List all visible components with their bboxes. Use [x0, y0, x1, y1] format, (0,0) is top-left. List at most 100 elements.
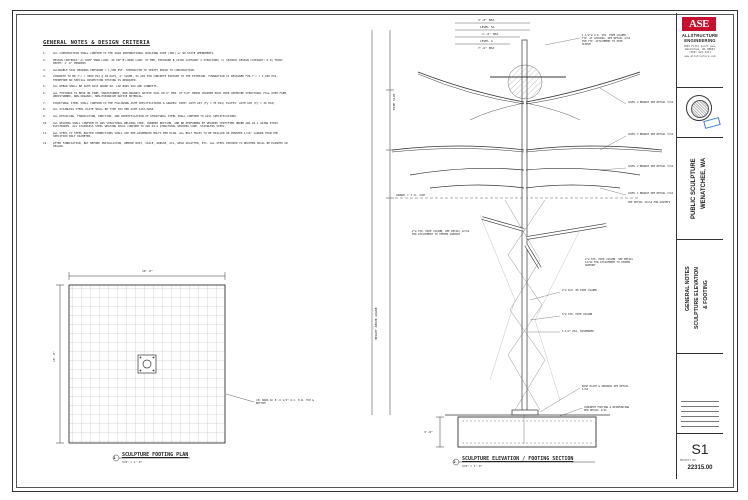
- note-item: 7. STRUCTURAL STEEL SHALL CONFORM TO THE …: [43, 100, 293, 105]
- note-text: AFTER FABRICATION, BUT BEFORE INSTALLATI…: [53, 140, 288, 148]
- note-number: 7.: [43, 100, 47, 105]
- elevation-callout: LEVEL 2 BRANCH SEE DETAIL 3/S2: [628, 165, 674, 168]
- elevation-callout: 2"ø STD. PIPE COLUMN, SEE DETAIL 12/S2 F…: [585, 258, 634, 267]
- note-number: 9.: [43, 113, 47, 118]
- note-number: 12.: [43, 140, 48, 145]
- elev-bottom-dim: 3'-0": [424, 430, 434, 434]
- note-number: 2.: [43, 57, 47, 62]
- sheet-number: S1: [691, 441, 709, 457]
- plan-title: SCULPTURE FOOTING PLAN: [122, 452, 189, 458]
- revision-block: [681, 401, 719, 431]
- project-name: PUBLIC SCULPTURE: [691, 158, 697, 219]
- notes-list: 1. ALL CONSTRUCTION SHALL CONFORM TO THE …: [43, 51, 293, 149]
- note-text: ALL REBAR SHALL BE ASTM A615 GRADE 60. L…: [53, 84, 159, 89]
- plan-dim-top: 10'-0": [142, 269, 153, 273]
- title-block: ASE ALLSTRUCTURE ENGINEERING 1803 Fifth …: [676, 13, 723, 479]
- drawing-sheet-border: [12, 10, 738, 492]
- sculpture-elevation: [371, 22, 663, 466]
- note-number: 10.: [43, 120, 48, 125]
- column-circle: [142, 359, 152, 369]
- elevation-callout: 6"ø STD. PIPE COLUMN: [562, 313, 593, 316]
- elevation-callout: 4"ø SCH. 80 PIPE COLUMN: [562, 289, 597, 292]
- elevation-callout: SEE DETAIL 10/S2 FOR GUSSETS: [628, 201, 671, 204]
- elevation-callout: BASE PLATE & ANCHORS SEE DETAIL 1/S2: [582, 385, 629, 391]
- elevation-callout: LEVEL 4 BRANCH SEE DETAIL 3/S2: [628, 101, 674, 104]
- project-number-label: PROJECT NO.: [680, 459, 698, 462]
- project-location: WENATCHEE, WA: [701, 157, 707, 209]
- firm-logo: ASE: [682, 17, 716, 31]
- engineer-seal: [686, 95, 712, 121]
- notes-title: GENERAL NOTES & DESIGN CRITERIA: [43, 40, 150, 46]
- note-number: 8.: [43, 107, 47, 112]
- elevation-callout: 1-1/2"ø O.D. STD. PIPE COLUMN TYP. AT LE…: [582, 34, 631, 46]
- base-plate: [137, 354, 157, 374]
- elevation-callout: 1-1/2" DIA. SUSPENDER: [562, 330, 594, 333]
- note-item: 9. ALL DETAILING, FABRICATION, ERECTION, …: [43, 113, 293, 118]
- elev-grade-label: GRADE = T.O. CAP: [396, 193, 425, 197]
- note-number: 5.: [43, 84, 47, 89]
- note-number: 4.: [43, 74, 47, 79]
- project-number: 22315.00: [687, 465, 713, 471]
- divider: [677, 353, 723, 354]
- divider: [677, 87, 723, 88]
- note-number: 3.: [43, 67, 47, 72]
- general-notes: GENERAL NOTES & DESIGN CRITERIA 1. ALL CO…: [43, 40, 293, 152]
- elevation-callout: LEVEL 3 BRANCH SEE DETAIL 3/S2: [628, 133, 674, 136]
- note-text: ALL DETAILING, FABRICATION, ERECTION, AN…: [53, 113, 238, 118]
- plan-rebar-callout: (8) BARS W/ 6'-6 1/2" O.C. E.W. TOP & BO…: [256, 399, 314, 405]
- note-item: 12. AFTER FABRICATION, BUT BEFORE INSTALL…: [43, 140, 293, 149]
- note-item: 6. ALL FOOTINGS TO BEAR ON FIRM, UNDISTUR…: [43, 90, 293, 99]
- elevation-callout: CONCRETE FOOTING & REINFORCING PER DETAI…: [584, 406, 630, 412]
- elev-dim-height: HEIGHT ABOVE GRADE: [374, 307, 378, 340]
- elev-dim-level4: LEVEL 4: [480, 39, 493, 43]
- elev-dim-pipe-size: PIPE SIZE: [392, 93, 396, 110]
- firm-name-line1: ALLSTRUCTURE: [681, 33, 719, 38]
- note-item: 1. ALL CONSTRUCTION SHALL CONFORM TO THE …: [43, 51, 293, 55]
- note-item: 4. CONCRETE TO BE f'c = 3000 PSI @ 28 DAY…: [43, 75, 293, 82]
- plan-detail-number: 1: [113, 455, 116, 460]
- note-item: 10. ALL WELDING SHALL CONFORM TO AWS STRU…: [43, 120, 293, 129]
- sheet-title-1: GENERAL NOTES: [685, 266, 691, 311]
- firm-address: 1803 Fifth Court Ave. Wenatchee, WA 9880…: [683, 45, 717, 58]
- elev-title: SCULPTURE ELEVATION / FOOTING SECTION: [462, 456, 574, 462]
- inner-border: [16, 14, 734, 488]
- footing-plan: [56, 272, 255, 462]
- note-item: 11. ALL STEEL TO STEEL BOLTED CONNECTIONS…: [43, 130, 293, 139]
- elevation-callout: 2"ø STD. PIPE COLUMN, SEE DETAIL 12/S2 F…: [412, 230, 470, 236]
- elev-detail-number: 2: [453, 459, 456, 464]
- note-number: 11.: [43, 130, 48, 135]
- note-text: ALL STAINLESS STEEL PLATE SHALL BE TYPE …: [53, 107, 155, 112]
- divider: [677, 239, 723, 240]
- elev-dim-top: 3'-0" MAX: [478, 18, 495, 22]
- plan-dim-left: 10'-0": [52, 351, 56, 362]
- note-text: CONCRETE TO BE f'c = 3000 PSI @ 28 DAYS,…: [53, 74, 278, 82]
- note-number: 6.: [43, 90, 47, 95]
- elev-dim-level5a: LEVEL 5A: [480, 25, 495, 29]
- plan-scale: 3/8" = 1'-0": [122, 460, 143, 464]
- seal-center: [691, 100, 709, 118]
- footing-section: [457, 416, 597, 448]
- elev-dim-top5: 7'-6" MAX: [478, 46, 495, 50]
- sheet-title-2: SCULPTURE ELEVATION: [694, 266, 700, 329]
- note-item: 3. ALLOWABLE SOIL BEARING PRESSURE = 1,50…: [43, 67, 293, 72]
- note-item: 5. ALL REBAR SHALL BE ASTM A615 GRADE 60.…: [43, 84, 293, 89]
- elev-scale: 3/8" = 1'-0": [462, 464, 483, 468]
- top-foliage: [507, 64, 543, 100]
- note-text: ALL WELDING SHALL CONFORM TO AWS STRUCTU…: [53, 120, 278, 128]
- note-text: ALL STEEL TO STEEL BOLTED CONNECTIONS SH…: [53, 130, 278, 138]
- elevation-callout: LEVEL 1 BRANCH SEE DETAIL 3/S2: [628, 192, 674, 195]
- elev-dim-top3: 1'-6" MAX: [482, 32, 499, 36]
- sheet-title-3: & FOOTING: [703, 280, 709, 309]
- note-text: STRUCTURAL STEEL SHALL CONFORM TO THE FO…: [53, 100, 275, 105]
- note-item: 8. ALL STAINLESS STEEL PLATE SHALL BE TYP…: [43, 107, 293, 112]
- note-text: ALL FOOTINGS TO BEAR ON FIRM, UNDISTURBE…: [53, 90, 288, 99]
- note-item: 2. DESIGN CRITERIA: A) ROOF SNOW LOAD: 40…: [43, 57, 293, 66]
- divider: [677, 433, 723, 434]
- note-text: ALLOWABLE SOIL BEARING PRESSURE = 1,500 …: [53, 67, 196, 72]
- firm-name-line2: ENGINEERING: [684, 38, 716, 43]
- note-number: 1.: [43, 51, 47, 55]
- note-text: ALL CONSTRUCTION SHALL CONFORM TO THE 20…: [53, 51, 215, 55]
- divider: [677, 137, 723, 138]
- note-text: DESIGN CRITERIA: A) ROOF SNOW LOAD: 40 P…: [53, 57, 283, 65]
